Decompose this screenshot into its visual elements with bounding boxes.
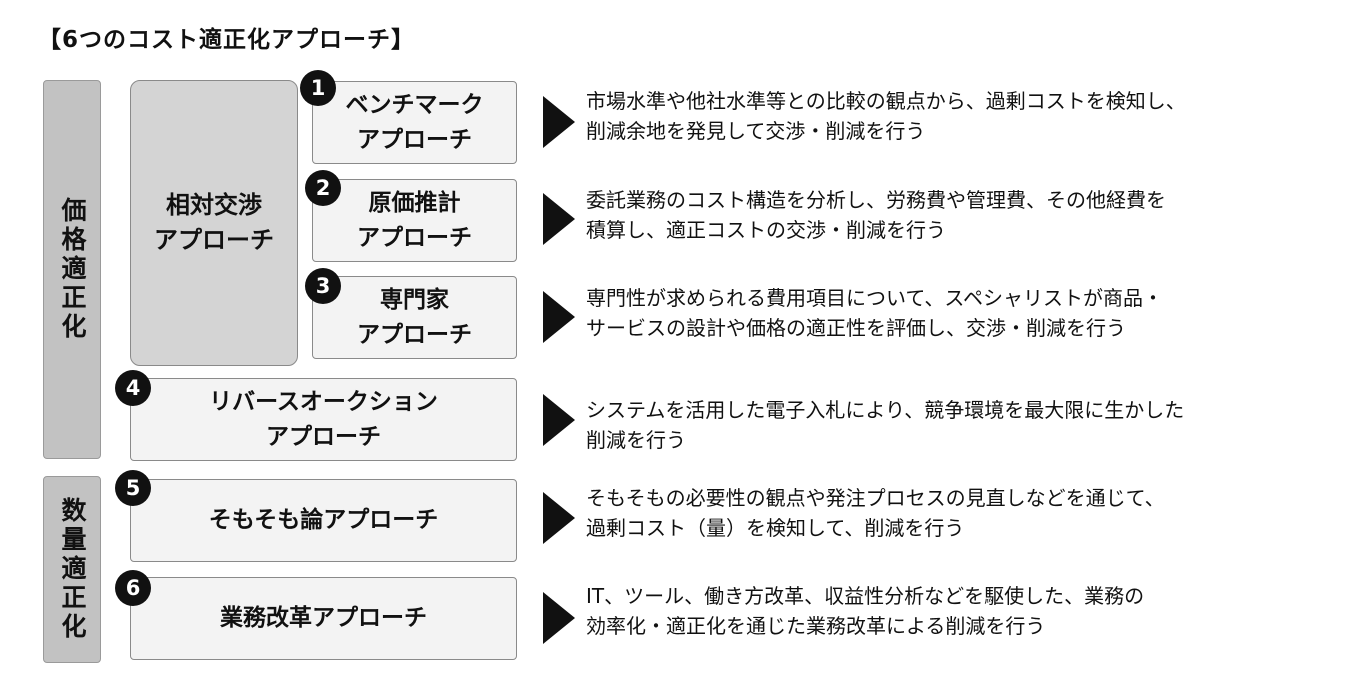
arrow-right-icon (543, 394, 575, 446)
approach-expert-box: 専門家 アプローチ (312, 276, 517, 359)
arrow-right-icon (543, 96, 575, 148)
page-title: 【6つのコスト適正化アプローチ】 (38, 27, 416, 53)
number-badge-3: 3 (305, 268, 341, 304)
approach-fundamental-box: そもそも論アプローチ (130, 479, 517, 562)
approach-reverse-auction-desc: システムを活用した電子入札により、競争環境を最大限に生かした 削減を行う (586, 398, 1185, 452)
category-quantity-optimization: 数量適正化 (43, 476, 101, 663)
approach-reverse-auction-label: リバースオークション アプローチ (209, 389, 438, 450)
category-price-optimization: 価格適正化 (43, 80, 101, 459)
relative-negotiation-group: 相対交渉 アプローチ (130, 80, 298, 366)
arrow-right-icon (543, 492, 575, 544)
approach-benchmark-label: ベンチマーク アプローチ (345, 92, 484, 153)
approach-reverse-auction-box: リバースオークション アプローチ (130, 378, 517, 461)
approach-cost-estimate-desc: 委託業務のコスト構造を分析し、労務費や管理費、その他経費を 積算し、適正コストの… (586, 188, 1166, 242)
category-price-label: 価格適正化 (58, 197, 87, 342)
approach-business-reform-desc: IT、ツール、働き方改革、収益性分析などを駆使した、業務の 効率化・適正化を通じ… (586, 584, 1145, 638)
approach-expert-label: 専門家 アプローチ (357, 287, 472, 348)
number-badge-1: 1 (300, 70, 336, 106)
arrow-right-icon (543, 592, 575, 644)
number-badge-5: 5 (115, 470, 151, 506)
number-badge-4: 4 (115, 370, 151, 406)
relative-negotiation-label: 相対交渉 アプローチ (154, 191, 274, 254)
number-badge-6: 6 (115, 570, 151, 606)
approach-business-reform-box: 業務改革アプローチ (130, 577, 517, 660)
approach-cost-estimate-box: 原価推計 アプローチ (312, 179, 517, 262)
arrow-right-icon (543, 193, 575, 245)
approach-fundamental-label: そもそも論アプローチ (208, 507, 439, 534)
approach-cost-estimate-label: 原価推計 アプローチ (357, 190, 472, 251)
number-badge-2: 2 (305, 170, 341, 206)
approach-expert-desc: 専門性が求められる費用項目について、スペシャリストが商品・ サービスの設計や価格… (586, 286, 1163, 340)
approach-benchmark-desc: 市場水準や他社水準等との比較の観点から、過剰コストを検知し、 削減余地を発見して… (586, 89, 1186, 143)
approach-benchmark-box: ベンチマーク アプローチ (312, 81, 517, 164)
category-quantity-label: 数量適正化 (58, 497, 87, 642)
arrow-right-icon (543, 291, 575, 343)
approach-fundamental-desc: そもそもの必要性の観点や発注プロセスの見直しなどを通じて、 過剰コスト（量）を検… (586, 486, 1165, 540)
approach-business-reform-label: 業務改革アプローチ (220, 605, 427, 632)
